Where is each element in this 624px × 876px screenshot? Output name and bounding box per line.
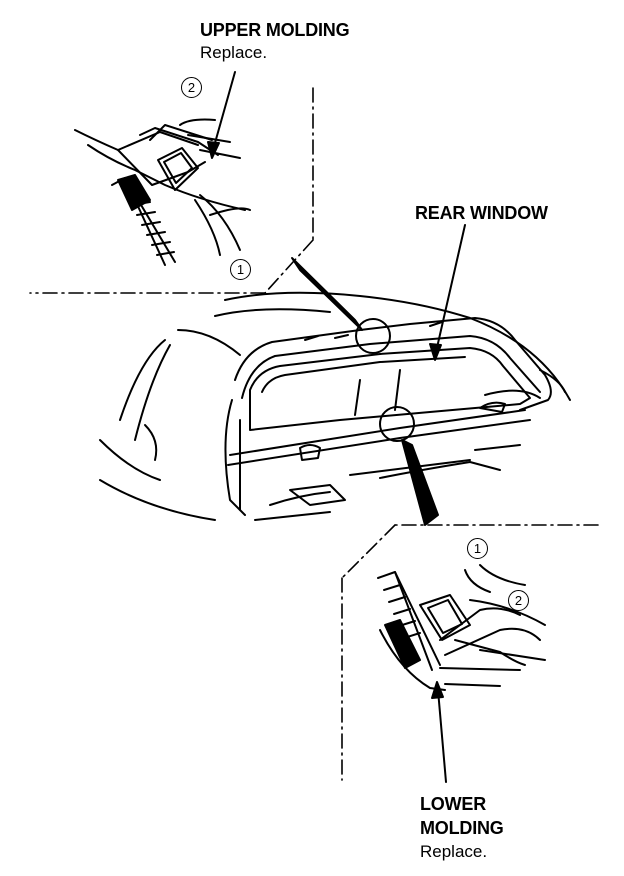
car-body [99, 291, 571, 521]
upper-detail-circle [355, 318, 391, 354]
lower-detail-frame [341, 524, 599, 781]
upper-molding-detail [74, 118, 251, 266]
upper-molding-title: UPPER MOLDING [200, 20, 350, 40]
lower-detail-circle [379, 406, 415, 442]
upper-callout-2: 2 [181, 77, 202, 98]
lower-detail-pointer [401, 439, 439, 526]
upper-callout-1: 1 [230, 259, 251, 280]
upper-molding-arrow [207, 71, 236, 159]
upper-detail-frame [29, 87, 314, 294]
upper-detail-pointer [291, 257, 363, 331]
upper-molding-note: Replace. [200, 43, 268, 62]
lower-molding-note: Replace. [420, 842, 488, 861]
lower-callout-1: 1 [467, 538, 488, 559]
rear-window-arrow [429, 224, 466, 361]
lower-molding-arrow [431, 681, 447, 783]
lower-callout-2: 2 [508, 590, 529, 611]
lower-molding-title-line1: LOWER [420, 794, 486, 814]
lower-molding-title-line2: MOLDING [420, 818, 504, 838]
rear-window-label: REAR WINDOW [415, 203, 548, 223]
lower-molding-detail [377, 564, 546, 691]
